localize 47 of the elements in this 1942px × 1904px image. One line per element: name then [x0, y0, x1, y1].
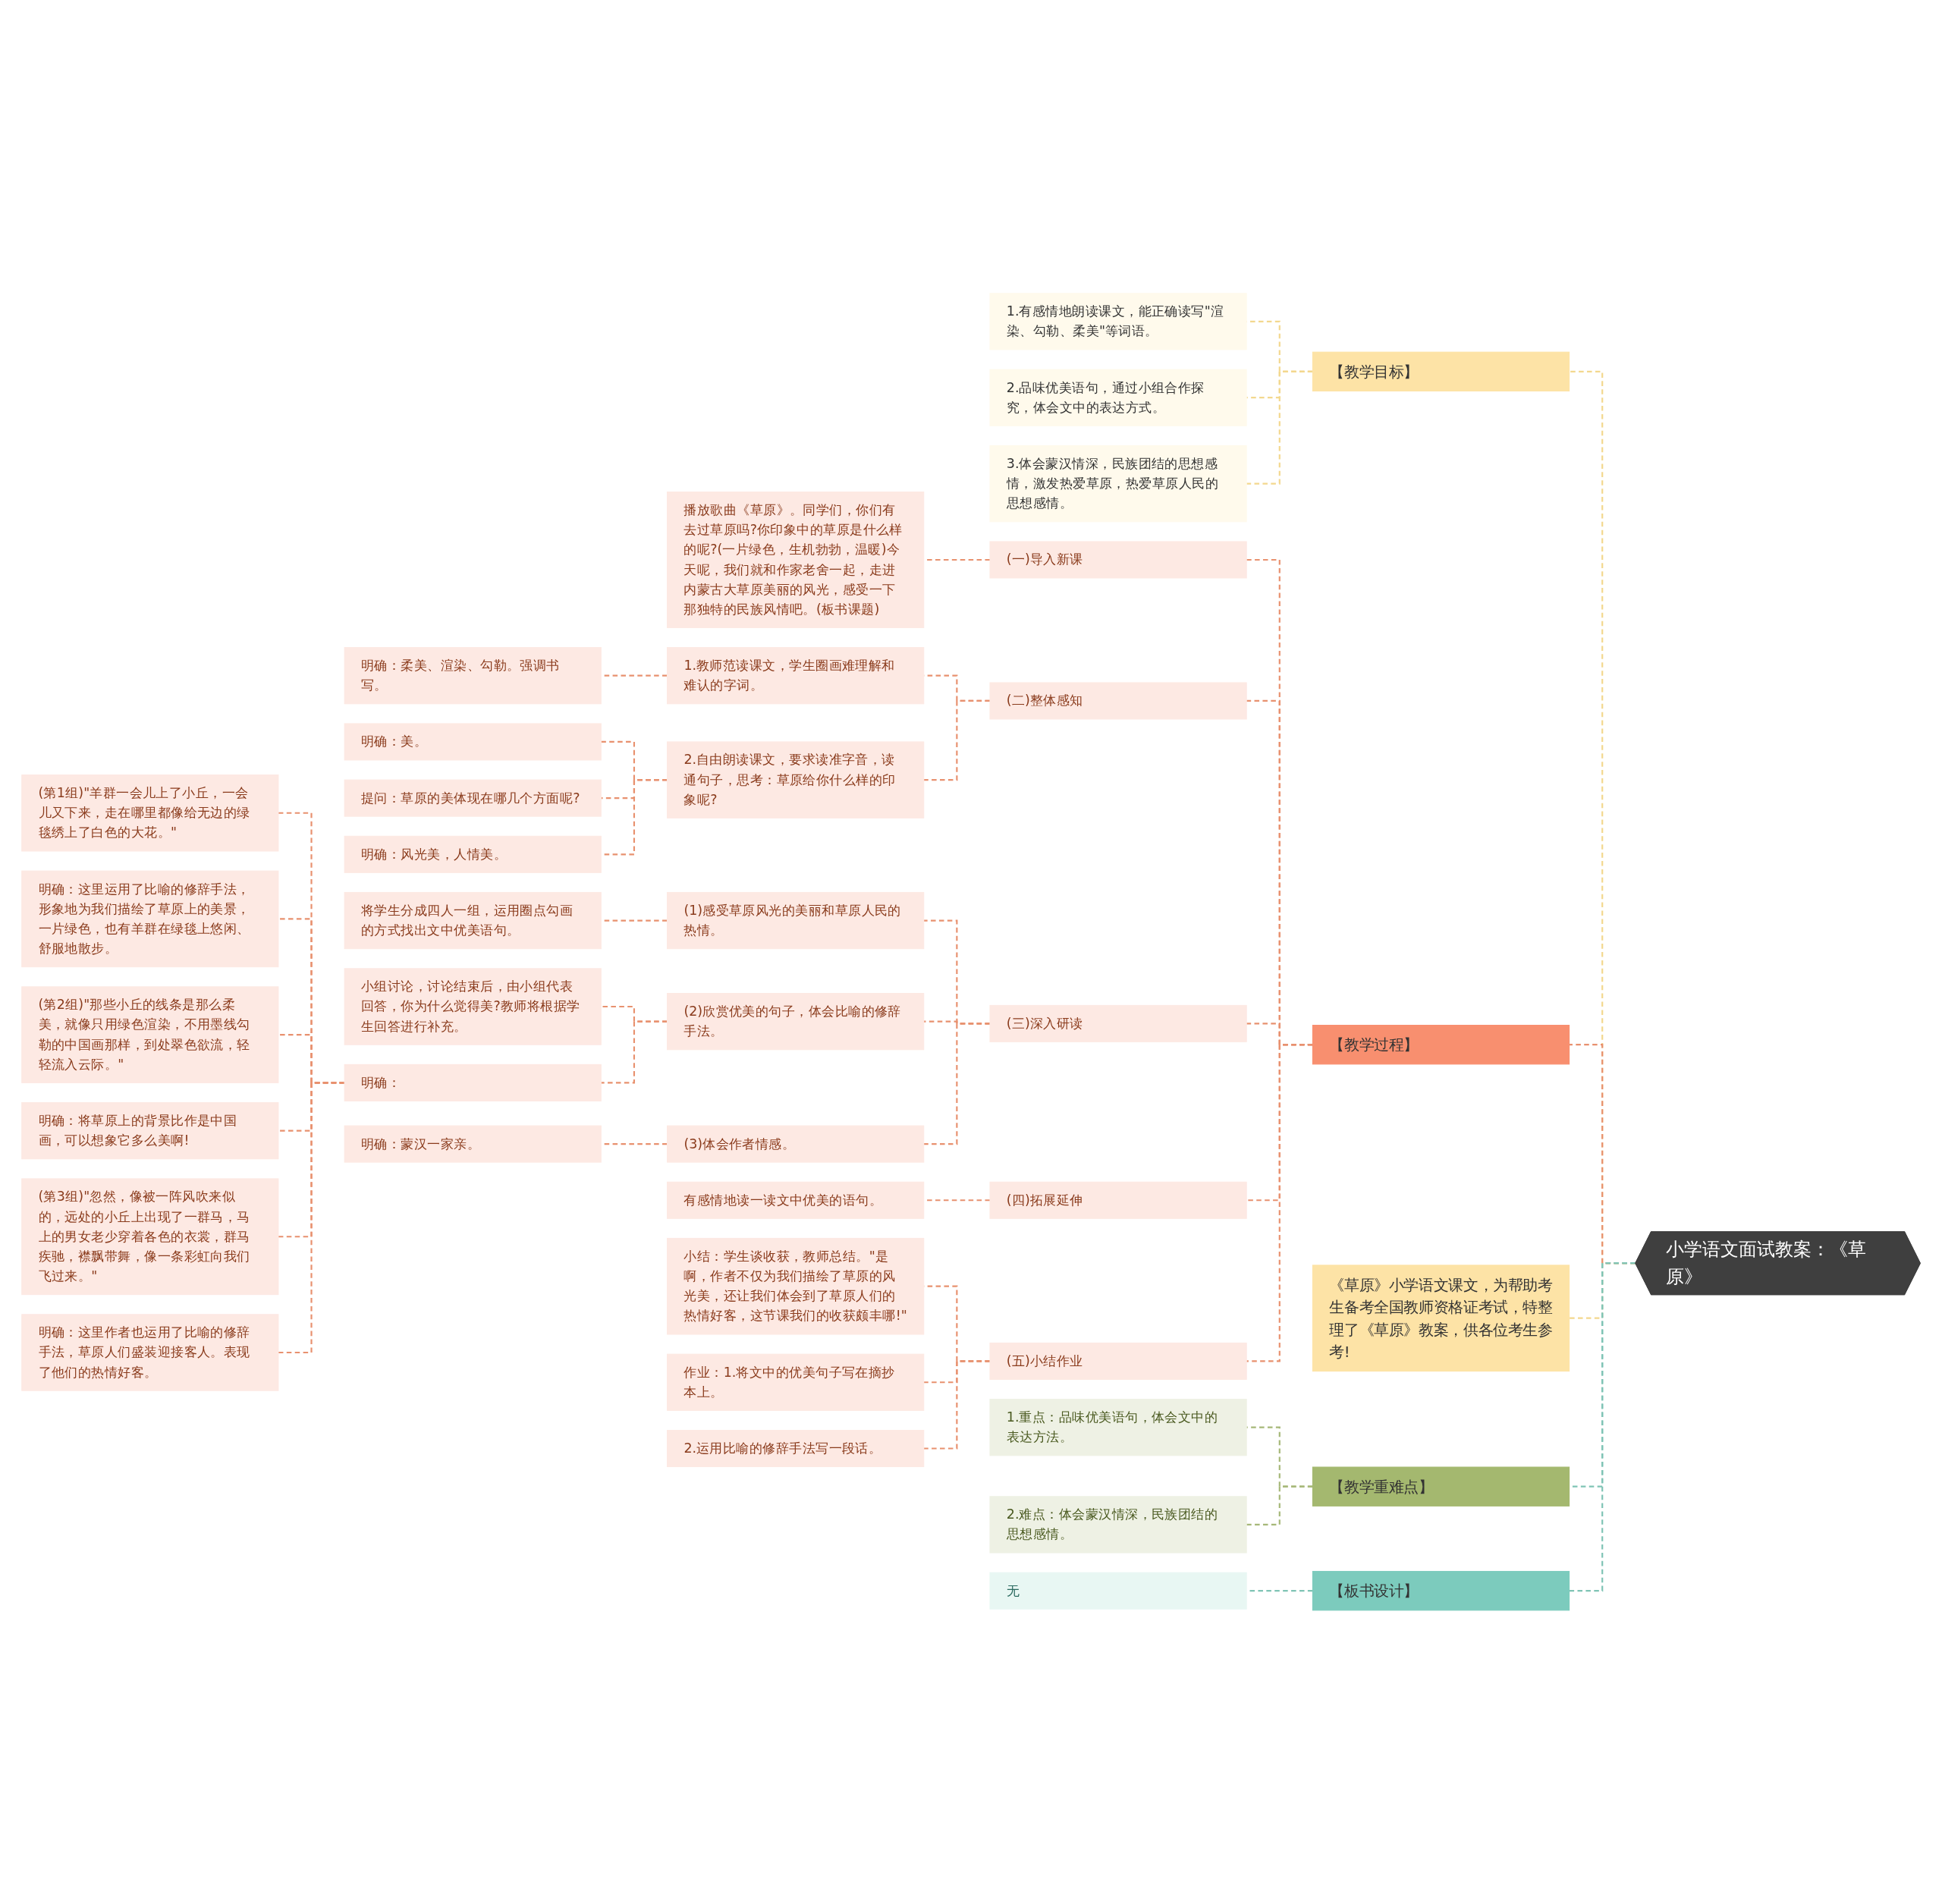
connector — [923, 1023, 990, 1145]
node-box: (一)导入新课 — [989, 541, 1247, 579]
node-box: 2.难点：体会蒙汉情深，民族团结的思想感情。 — [989, 1496, 1247, 1554]
node-box: (第2组)"那些小丘的线条是那么柔美，就像只用绿色渲染，不用墨线勾勒的中国画那样，到处翠色欲流，轻轻流入云际。" — [21, 986, 279, 1084]
node-box: 【板书设计】 — [1312, 1571, 1570, 1611]
node-box: 【教学过程】 — [1312, 1025, 1570, 1065]
node-box: (3)体会作者情感。 — [667, 1125, 925, 1163]
node-box: 明确：蒙汉一家亲。 — [344, 1125, 602, 1163]
connector — [1246, 1044, 1313, 1362]
connector — [278, 1082, 345, 1354]
node-box: 1.重点：品味优美语句，体会文中的表达方法。 — [989, 1399, 1247, 1456]
node-box: (2)欣赏优美的句子，体会比喻的修辞手法。 — [667, 993, 925, 1051]
node-box: (第1组)"羊群一会儿上了小丘，一会儿又下来，走在哪里都像给无边的绿毯绣上了白色的大花。" — [21, 774, 279, 852]
node-box: 1.有感情地朗读课文，能正确读写"渲染、勾勒、柔美"等词语。 — [989, 293, 1247, 350]
node-box: 明确：这里运用了比喻的修辞手法，形象地为我们描绘了草原上的美景，一片绿色，也有羊群在绿毯上悠闲、舒服地散步。 — [21, 870, 279, 968]
node-box: 明确：风光美，人情美。 — [344, 836, 602, 874]
node-box: (五)小结作业 — [989, 1343, 1247, 1381]
node-box: 明确：将草原上的背景比作是中国画，可以想象它多么美啊! — [21, 1102, 279, 1160]
connector — [1246, 1485, 1313, 1526]
node-box: (二)整体感知 — [989, 682, 1247, 720]
node-box: 小结：学生谈收获，教师总结。"是啊，作者不仅为我们描绘了草原的风光美，还让我们体会到了草原人们的热情好客，这节课我们的收获颇丰哪!" — [667, 1238, 925, 1335]
node-box: 2.品味优美语句，通过小组合作探究，体会文中的表达方式。 — [989, 369, 1247, 427]
node-box: 明确： — [344, 1064, 602, 1102]
node-box: 明确：美。 — [344, 723, 602, 761]
node-box: 播放歌曲《草原》。同学们，你们有去过草原吗?你印象中的草原是什么样的呢?(一片绿色，生机勃勃，温暖)今天呢，我们就和作家老舍一起，走进内蒙古大草原美丽的风光，感受一下那独特的民族风情吧。(板书课题) — [667, 492, 925, 629]
node-box: 有感情地读一读文中优美的语句。 — [667, 1181, 925, 1220]
node-box: 明确：这里作者也运用了比喻的修辞手法，草原人们盛装迎接客人。表现了他们的热情好客。 — [21, 1314, 279, 1391]
connector — [601, 1020, 668, 1084]
node-box: 【教学重难点】 — [1312, 1466, 1570, 1507]
connector — [923, 1360, 990, 1450]
node-box: 【教学目标】 — [1312, 351, 1570, 392]
node-box: 1.教师范读课文，学生圈画难理解和难认的字词。 — [667, 647, 925, 705]
connector — [923, 700, 990, 781]
node-box: 明确：柔美、渲染、勾勒。强调书写。 — [344, 647, 602, 705]
node-box: 作业：1.将文中的优美句子写在摘抄本上。 — [667, 1353, 925, 1412]
node-box: 《草原》小学语文课文，为帮助考生备考全国教师资格证考试，特整理了《草原》教案，供各位考生参考! — [1312, 1265, 1570, 1372]
node-box: 小组讨论，讨论结束后，由小组代表回答，你为什么觉得美?教师将根据学生回答进行补充。 — [344, 968, 602, 1045]
node-box: 2.自由朗读课文，要求读准字音，读通句子，思考：草原给你什么样的印象呢? — [667, 741, 925, 819]
node-box: (1)感受草原风光的美丽和草原人民的热情。 — [667, 892, 925, 950]
node-box: (三)深入研读 — [989, 1005, 1247, 1043]
node-box: (第3组)"忽然，像被一阵风吹来似的，远处的小丘上出现了一群马，马上的男女老少穿着各色的衣裳，群马疾驰，襟飘带舞，像一条彩虹向我们飞过来。" — [21, 1178, 279, 1296]
node-box: (四)拓展延伸 — [989, 1181, 1247, 1220]
node-box: 3.体会蒙汉情深，民族团结的思想感情，激发热爱草原，热爱草原人民的思想感情。 — [989, 445, 1247, 523]
node-box: 2.运用比喻的修辞手法写一段话。 — [667, 1430, 925, 1468]
node-box: 将学生分成四人一组，运用圈点勾画的方式找出文中优美语句。 — [344, 892, 602, 950]
connector — [1246, 370, 1313, 485]
node-box: 提问：草原的美体现在哪几个方面呢? — [344, 779, 602, 817]
